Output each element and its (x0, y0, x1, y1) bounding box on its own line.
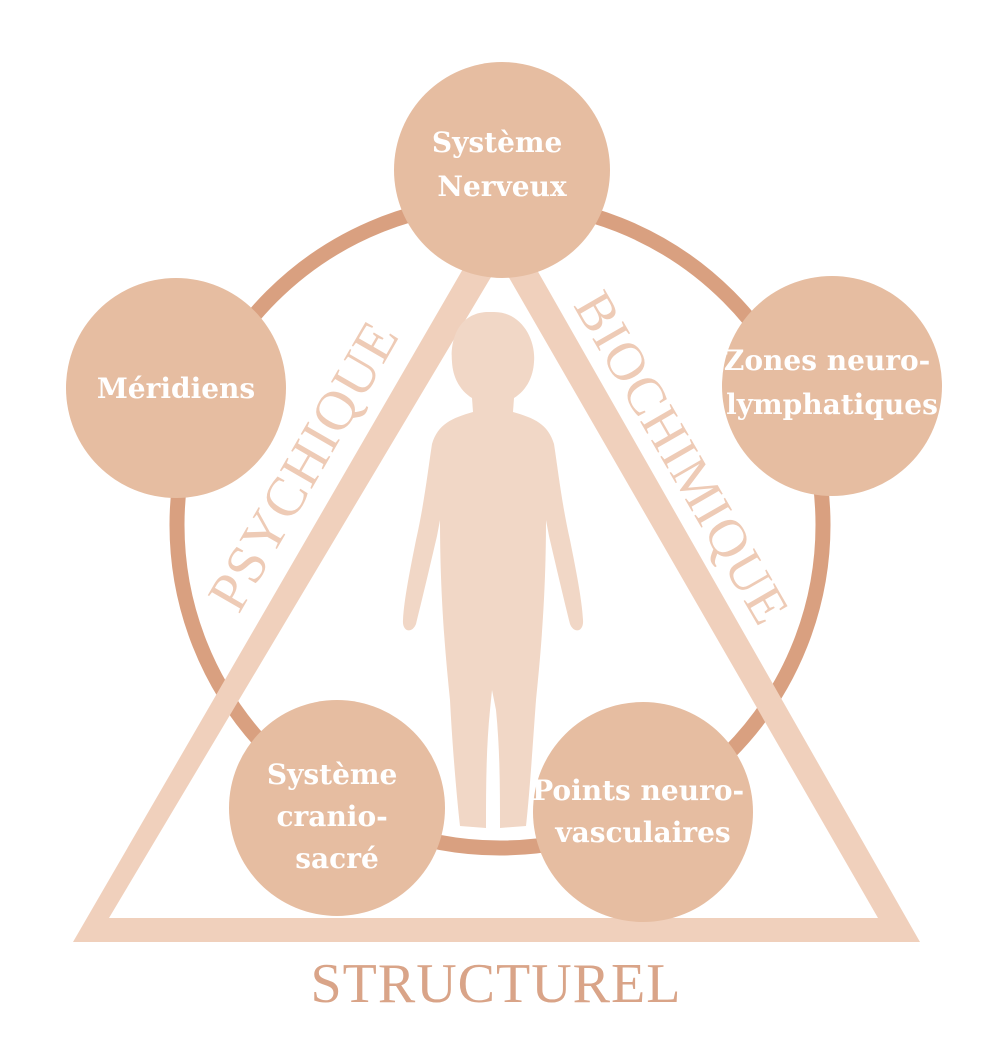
node-label: Système Nerveux (432, 126, 572, 203)
node-label: Points neuro- vasculaires (532, 774, 754, 849)
node-meridiens: Méridiens (66, 278, 286, 498)
node-systeme-cranio-sacre: Système cranio- sacré (229, 700, 445, 916)
node-points-neuro-vasculaires: Points neuro- vasculaires (532, 702, 754, 922)
label-structurel: STRUCTUREL (311, 953, 682, 1015)
node-circle (722, 276, 942, 496)
node-label: Zones neuro- lymphatiques (724, 344, 940, 421)
node-zones-neuro-lymphatiques: Zones neuro- lymphatiques (722, 276, 942, 496)
node-systeme-nerveux: Système Nerveux (394, 62, 610, 278)
node-circle (533, 702, 753, 922)
human-silhouette-icon (402, 312, 584, 828)
node-circle (394, 62, 610, 278)
node-label: Méridiens (97, 372, 255, 405)
node-circle (66, 278, 286, 498)
node-label: Système cranio- sacré (267, 758, 407, 875)
node-circle (229, 700, 445, 916)
